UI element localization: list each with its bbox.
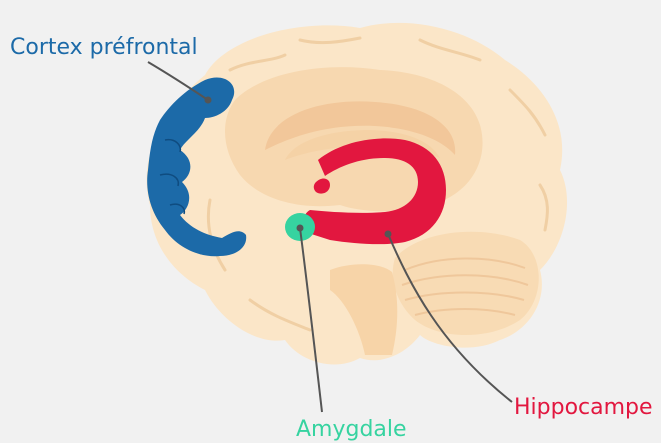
cortex-label: Cortex préfrontal [10,37,198,59]
cerebellum [393,232,539,335]
hippocampus-label: Hippocampe [514,397,653,419]
amygdala-pointer-dot [297,225,304,232]
cortex-pointer-dot [205,97,212,104]
hippocampus-pointer-dot [385,231,392,238]
amygdala-label: Amygdale [296,419,407,441]
